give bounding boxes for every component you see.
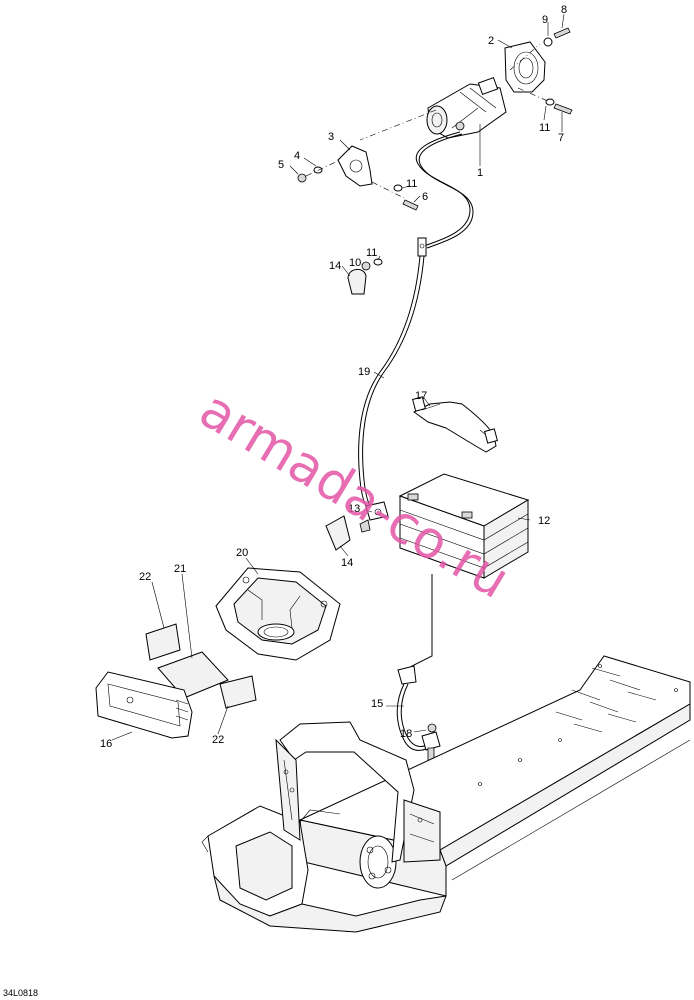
cable-19 (325, 237, 427, 551)
callout-22b: 22 (212, 734, 224, 746)
starter-bracket (337, 145, 373, 187)
washer-9 (543, 37, 553, 47)
battery (398, 473, 530, 579)
callout-19: 19 (358, 366, 370, 378)
nut-18 (427, 723, 437, 733)
terminal-boot-14b (325, 515, 351, 551)
callout-11a: 11 (406, 178, 417, 190)
callout-4: 4 (294, 150, 300, 162)
bolt-6 (402, 199, 419, 211)
callout-12: 12 (538, 515, 550, 527)
leader-lines (111, 13, 565, 741)
starter-assembly (297, 27, 573, 249)
callout-2: 2 (488, 35, 494, 47)
battery-tray (215, 567, 341, 661)
callout-21: 21 (174, 563, 186, 575)
battery-strap (412, 396, 498, 453)
callout-15: 15 (371, 698, 383, 710)
starter-mount-plate (504, 41, 546, 93)
pad-22-lower (219, 675, 257, 709)
callout-16: 16 (100, 738, 112, 750)
callout-10: 10 (349, 257, 361, 269)
nut-5 (297, 173, 307, 183)
callout-6: 6 (422, 191, 428, 203)
callout-17: 17 (415, 390, 427, 402)
callout-3: 3 (328, 131, 334, 143)
bolt-8 (553, 27, 571, 39)
figure-code: 34L0818 (3, 988, 38, 998)
callout-8: 8 (561, 4, 567, 16)
pad-22-upper (145, 623, 181, 661)
battery-cover (95, 671, 193, 739)
callout-14b: 14 (341, 557, 353, 569)
nut-10 (361, 261, 371, 271)
vehicle-frame (201, 655, 691, 933)
callout-1: 1 (477, 167, 483, 179)
callout-18: 18 (400, 728, 412, 740)
callout-7: 7 (558, 132, 564, 144)
callout-20: 20 (236, 547, 248, 559)
terminal-boot-14a (347, 269, 367, 295)
callout-9: 9 (542, 14, 548, 26)
callout-14a: 14 (329, 260, 341, 272)
callout-22a: 22 (139, 571, 151, 583)
washer-11a (393, 184, 403, 192)
washer-11b (545, 98, 555, 106)
callout-11b: 11 (539, 122, 550, 134)
callout-13: 13 (348, 503, 360, 515)
washer-4 (313, 166, 323, 174)
cable-15 (396, 574, 441, 761)
callouts: 1 2 3 4 5 6 7 8 9 10 11 11 11 12 13 14 1… (100, 4, 567, 750)
callout-11c: 11 (366, 247, 377, 259)
bolt-7 (553, 103, 573, 115)
callout-5: 5 (278, 159, 284, 171)
washer-11c (373, 258, 383, 266)
